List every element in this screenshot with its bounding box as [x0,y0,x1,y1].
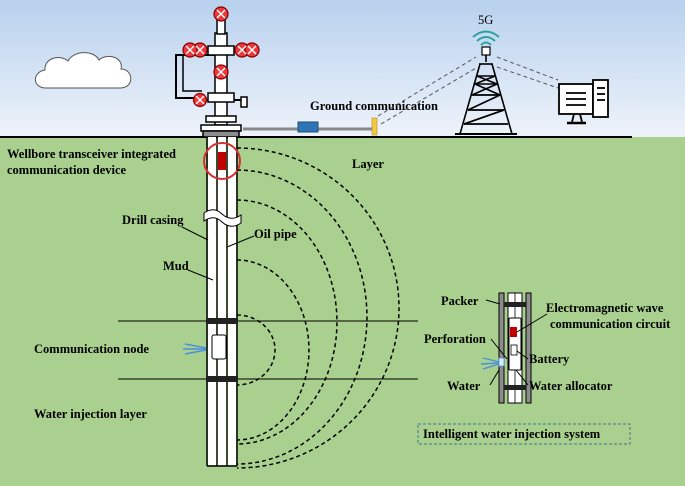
mud-leader [187,269,214,281]
signal-5g-icon [472,30,500,46]
inset-packer-upper [504,302,526,307]
em-circuit-label-line1: Electromagnetic wave [546,301,664,315]
battery-label: Battery [529,352,570,366]
packer-lower [206,376,238,382]
mud-label: Mud [163,259,189,273]
device-highlight-circle [203,142,241,180]
cloud-icon [34,52,132,89]
computer-icon [558,79,609,125]
system-title: Intelligent water injection system [423,427,601,441]
water-injection-layer-label: Water injection layer [34,407,147,421]
drill-casing [206,137,238,467]
annulus-left [208,137,216,465]
system-title-box [417,423,631,445]
wellbore-transceiver-device [218,152,226,170]
ground-transmitter [297,121,319,133]
wellbore-device-label-line1: Wellbore transceiver integrated [7,147,176,161]
inset-water-flow-icon [480,357,500,370]
em-circuit-label-line2: communication circuit [550,317,671,331]
casing-break [203,209,242,227]
inset-water-allocator [508,317,522,371]
layer-label: Layer [352,157,384,171]
inset-perforation [498,357,505,367]
oil-pipe [216,137,228,466]
communication-node [211,334,227,360]
tubing-interior [218,137,226,465]
valve-handwheels [182,6,260,108]
inset-packer-lower [504,385,526,390]
packer-label: Packer [441,294,479,308]
inset-leaders [485,299,548,386]
inset-casing-left [498,292,505,404]
em-wave-arcs [236,147,400,469]
water-label: Water [447,379,481,393]
annulus-right [228,137,236,465]
antenna-post [371,117,378,136]
communication-node-label: Communication node [34,342,149,356]
packer-upper [206,318,238,324]
water-flow-icon [183,343,207,355]
wellbore-device-label-line2: communication device [7,163,127,177]
cell-tower-icon [455,46,517,135]
inset-casing-right [525,292,532,404]
inset-em-circuit [510,327,517,337]
water-injection-layer-boundaries [118,320,418,380]
fiveg-label: 5G [478,13,493,27]
perforation-label: Perforation [424,332,486,346]
injection-system-inset [480,292,548,404]
wireless-link [377,56,559,125]
ground-communication-link [243,117,378,136]
oil-pipe-leader [226,235,255,248]
ground-communication-label: Ground communication [310,99,438,113]
water-allocator-label: Water allocator [529,379,613,393]
ground [0,137,685,486]
inset-battery [510,344,518,356]
drill-casing-leader [181,226,209,241]
drill-casing-label: Drill casing [122,213,184,227]
oil-pipe-label: Oil pipe [254,227,297,241]
